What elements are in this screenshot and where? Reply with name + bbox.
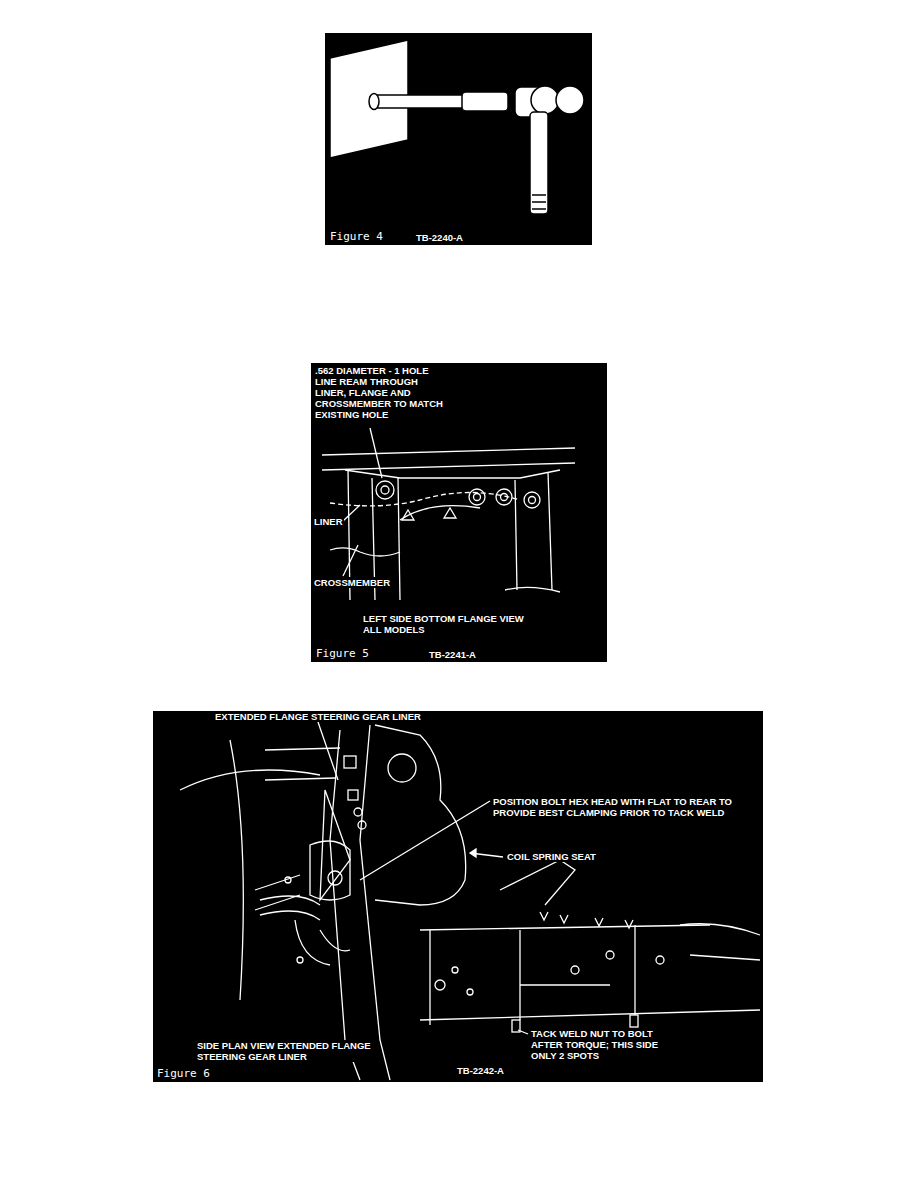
figure-panel [325,33,592,245]
callout-label: POSITION BOLT HEX HEAD WITH FLAT TO REAR… [492,796,762,818]
crossmember-illustration [322,428,575,600]
callout-label: SIDE PLAN VIEW EXTENDED FLANGE STEERING … [196,1040,373,1062]
callout-label: LEFT SIDE BOTTOM FLANGE VIEW ALL MODELS [362,613,542,635]
callout-label: LINER [313,516,344,527]
figure-number: Figure 5 [315,648,370,659]
callout-label: CROSSMEMBER [313,577,391,588]
figure-panel [153,711,763,1082]
figure-number: Figure 6 [156,1068,211,1079]
callout-label: TB-2240-A [415,232,464,243]
callout-label: TACK WELD NUT TO BOLT AFTER TORQUE; THIS… [530,1028,672,1061]
figure-panel [311,363,607,662]
hammer-pin-illustration [330,40,584,214]
callout-label: EXTENDED FLANGE STEERING GEAR LINER [214,711,422,722]
figure-number: Figure 4 [329,231,384,242]
callout-label: TB-2241-A [428,649,477,660]
callout-label: .562 DIAMETER - 1 HOLE LINE REAM THROUGH… [314,365,451,420]
callout-label: COIL SPRING SEAT [506,851,597,862]
steering-gear-liner-illustration [180,722,760,1080]
callout-label: TB-2242-A [456,1065,505,1076]
